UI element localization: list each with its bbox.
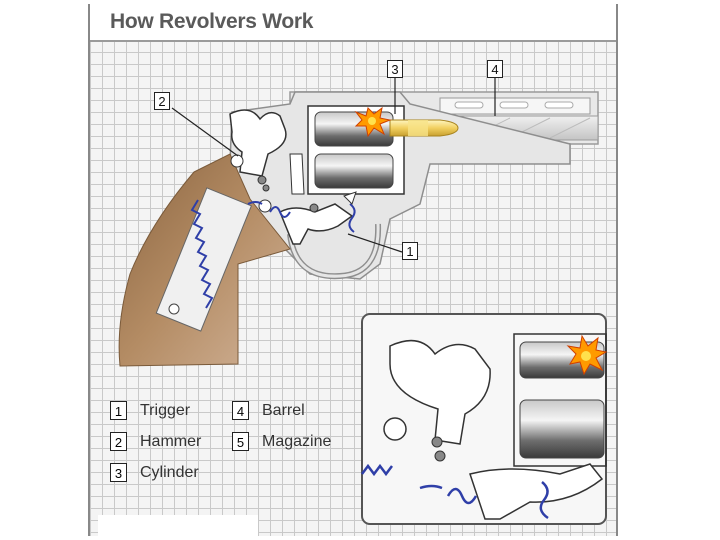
legend-number: 2 — [110, 432, 127, 451]
hammer — [229, 109, 287, 192]
legend-label: Trigger — [140, 402, 191, 419]
callout-3: 3 — [387, 60, 403, 78]
legend-number: 4 — [232, 401, 249, 420]
revolver-illustration — [118, 76, 608, 525]
leader-lines — [171, 76, 496, 253]
callout-1: 1 — [402, 242, 418, 260]
revolver-diagram: How Revolvers Work — [88, 4, 618, 536]
title-bar: How Revolvers Work — [90, 4, 616, 42]
mainspring — [155, 187, 253, 332]
diagram-title: How Revolvers Work — [110, 10, 314, 33]
trigger-mechanism — [247, 153, 357, 245]
legend-label: Hammer — [140, 433, 202, 450]
legend-number: 3 — [110, 463, 127, 482]
legend-number: 5 — [232, 432, 249, 451]
legend-label: Cylinder — [140, 464, 199, 481]
callout-4: 4 — [487, 60, 503, 78]
legend-label: Barrel — [262, 402, 305, 419]
legend-label: Magazine — [262, 433, 332, 450]
blank-strip — [98, 515, 258, 540]
callout-2: 2 — [154, 92, 170, 110]
detail-inset — [361, 313, 608, 525]
legend-number: 1 — [110, 401, 127, 420]
